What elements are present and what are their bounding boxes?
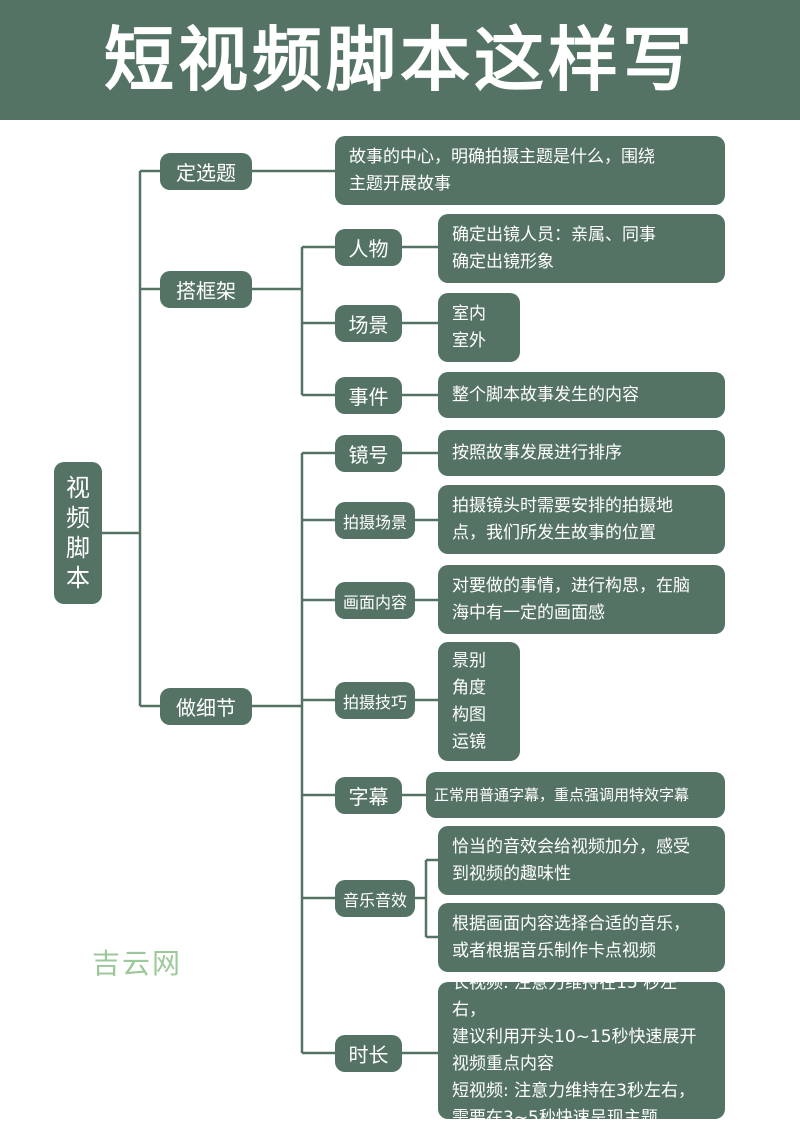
page-title: 短视频脚本这样写	[104, 19, 696, 101]
scene-node: 场景	[335, 305, 402, 342]
duration-detail: 长视频: 注意力维持在15 秒左右， 建议利用开头10~15秒快速展开 视频重点…	[438, 973, 725, 1128]
shot-number-node: 镜号	[335, 435, 402, 472]
topic-node: 定选题	[160, 153, 252, 190]
shoot-scene-detail: 拍摄镜头时需要安排的拍摄地 点，我们所发生故事的位置	[438, 485, 725, 554]
subtitle-node: 字幕	[335, 777, 402, 814]
event-node: 事件	[335, 377, 402, 414]
audio-detail-2: 根据画面内容选择合适的音乐， 或者根据音乐制作卡点视频	[438, 903, 725, 972]
scene-detail: 室内 室外	[438, 293, 520, 362]
content-detail: 对要做的事情，进行构思，在脑 海中有一定的画面感	[438, 565, 725, 634]
technique-node: 拍摄技巧	[335, 682, 415, 719]
event-detail: 整个脚本故事发生的内容	[438, 372, 725, 418]
subtitle-detail: 正常用普通字幕，重点强调用特效字幕	[426, 772, 725, 818]
people-node: 人物	[335, 229, 402, 266]
audio-detail-1: 恰当的音效会给视频加分，感受 到视频的趣味性	[438, 826, 725, 895]
shoot-scene-node: 拍摄场景	[335, 502, 415, 539]
root-node: 视 频 脚 本	[54, 462, 102, 604]
topic-detail: 故事的中心，明确拍摄主题是什么，围绕 主题开展故事	[335, 136, 725, 205]
duration-node: 时长	[335, 1035, 402, 1072]
watermark: 吉云网	[92, 947, 183, 980]
people-detail: 确定出镜人员：亲属、同事 确定出镜形象	[438, 214, 725, 283]
frame-node: 搭框架	[160, 271, 252, 308]
audio-node: 音乐音效	[335, 880, 415, 917]
detail-node: 做细节	[160, 688, 252, 725]
title-banner: 短视频脚本这样写	[0, 0, 800, 120]
content-node: 画面内容	[335, 582, 415, 619]
technique-detail: 景别 角度 构图 运镜	[438, 642, 520, 761]
shot-number-detail: 按照故事发展进行排序	[438, 430, 725, 476]
